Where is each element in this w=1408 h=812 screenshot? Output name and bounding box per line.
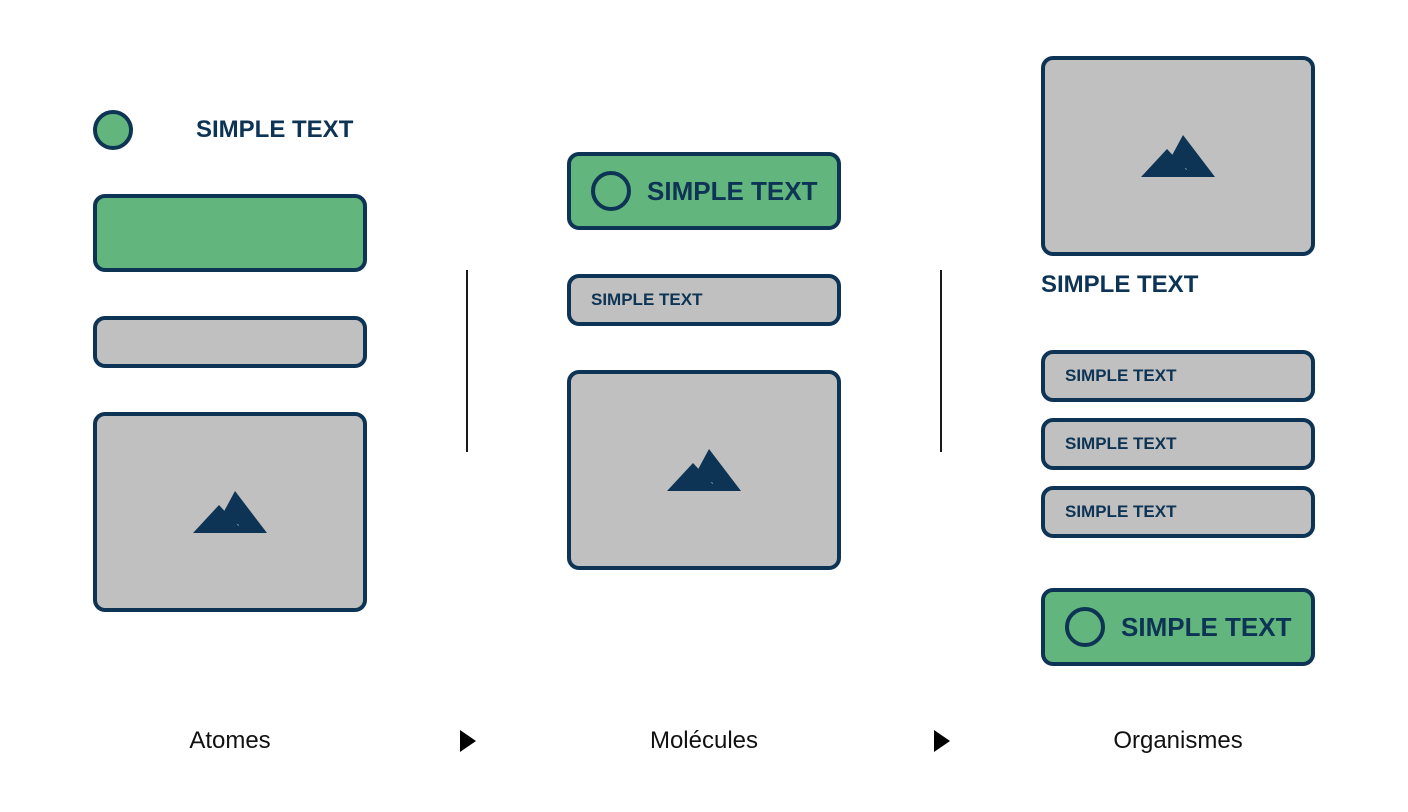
organism-list-item: SIMPLE TEXT — [1041, 350, 1315, 402]
organism-button-label: SIMPLE TEXT — [1121, 611, 1292, 642]
organism-button: SIMPLE TEXT — [1041, 588, 1315, 666]
circle-icon — [1065, 607, 1105, 647]
organism-list-item-text: SIMPLE TEXT — [1065, 502, 1177, 521]
label-molecules: Molécules — [649, 727, 759, 754]
mountain-icon — [193, 491, 267, 533]
atom-circle — [93, 110, 133, 150]
mountain-icon — [1141, 135, 1215, 177]
divider-atoms-molecules — [466, 270, 468, 452]
organism-list-item-text: SIMPLE TEXT — [1065, 366, 1177, 385]
organism-heading: SIMPLE TEXT — [1041, 271, 1199, 298]
label-atoms: Atomes — [189, 727, 271, 754]
divider-molecules-organisms — [940, 270, 942, 452]
molecule-input-text: SIMPLE TEXT — [591, 290, 703, 309]
label-organisms: Organismes — [1113, 727, 1243, 754]
molecule-input-field: SIMPLE TEXT — [567, 274, 841, 326]
organism-image-placeholder — [1041, 56, 1315, 256]
molecule-button-label: SIMPLE TEXT — [647, 175, 818, 206]
atom-input-field — [93, 316, 367, 368]
organism-list-item: SIMPLE TEXT — [1041, 418, 1315, 470]
atom-text: SIMPLE TEXT — [196, 116, 354, 143]
circle-icon — [591, 171, 631, 211]
molecule-image-placeholder — [567, 370, 841, 570]
triangle-right-icon — [934, 730, 950, 752]
atom-green-rectangle — [93, 194, 367, 272]
triangle-right-icon — [460, 730, 476, 752]
organism-list-item: SIMPLE TEXT — [1041, 486, 1315, 538]
mountain-icon — [667, 449, 741, 491]
organism-list-item-text: SIMPLE TEXT — [1065, 434, 1177, 453]
atom-image-placeholder — [93, 412, 367, 612]
molecule-button: SIMPLE TEXT — [567, 152, 841, 230]
